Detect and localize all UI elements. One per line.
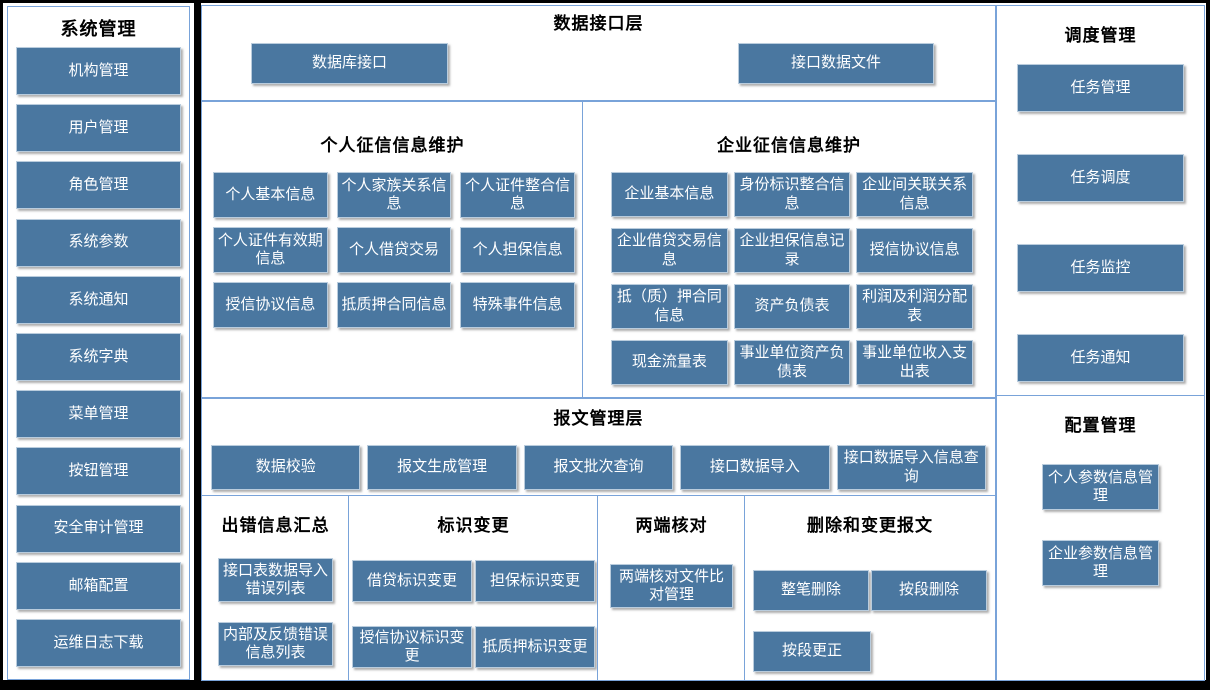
task-schedule-button[interactable]: 任务调度	[1017, 154, 1184, 202]
ops-log-download-button[interactable]: 运维日志下载	[16, 618, 181, 667]
system-notification-button[interactable]: 系统通知	[16, 275, 181, 324]
interface-data-file-button[interactable]: 接口数据文件	[738, 43, 934, 84]
task-management-button[interactable]: 任务管理	[1017, 64, 1184, 112]
panel-data-interface-layer: 数据接口层 数据库接口 接口数据文件	[201, 5, 996, 101]
mortgage-contract-info-button[interactable]: 抵质押合同信息	[336, 282, 452, 328]
institution-income-expense-button[interactable]: 事业单位收入支出表	[856, 340, 973, 385]
enterprise-credit-buttons: 企业基本信息 身份标识整合信息 企业间关联关系信息 企业借贷交易信息 企业担保信…	[611, 172, 973, 385]
two-end-check-title: 两端核对	[635, 516, 708, 535]
message-management-layer-title: 报文管理层	[553, 409, 644, 428]
message-layer-buttons: 数据校验 报文生成管理 报文批次查询 接口数据导入 接口数据导入信息查询	[211, 445, 986, 490]
config-management-title: 配置管理	[1064, 416, 1137, 435]
special-event-info-button[interactable]: 特殊事件信息	[460, 282, 575, 328]
config-management-buttons: 个人参数信息管理 企业参数信息管理	[1042, 464, 1159, 586]
frame-top	[0, 0, 1210, 3]
delete-change-row1: 整笔删除 按段删除	[753, 570, 987, 611]
task-notification-button[interactable]: 任务通知	[1017, 334, 1184, 382]
institution-management-button[interactable]: 机构管理	[16, 47, 181, 95]
two-end-check-buttons: 两端核对文件比对管理	[610, 564, 733, 608]
whole-record-delete-button[interactable]: 整笔删除	[753, 570, 869, 611]
identifier-change-title: 标识变更	[437, 516, 510, 535]
enterprise-credit-title: 企业征信信息维护	[717, 136, 861, 155]
credit-agreement-id-change-button[interactable]: 授信协议标识变更	[352, 626, 472, 668]
personal-certificate-validity-info-button[interactable]: 个人证件有效期信息	[213, 227, 328, 273]
personal-basic-info-button[interactable]: 个人基本信息	[213, 172, 328, 218]
panel-personal-credit: 个人征信信息维护 个人基本信息 个人家族关系信息 个人证件整合信息 个人证件有效…	[201, 101, 584, 398]
error-summary-buttons: 接口表数据导入错误列表 内部及反馈错误信息列表	[218, 558, 333, 666]
enterprise-credit-agreement-info-button[interactable]: 授信协议信息	[856, 228, 973, 273]
panel-system-management: 系统管理 机构管理 用户管理 角色管理 系统参数 系统通知 系统字典 菜单管理 …	[7, 6, 190, 680]
role-management-button[interactable]: 角色管理	[16, 161, 181, 210]
error-summary-title: 出错信息汇总	[221, 516, 330, 535]
message-batch-query-button[interactable]: 报文批次查询	[523, 445, 674, 490]
personal-credit-title: 个人征信信息维护	[320, 136, 465, 155]
interface-table-import-error-list-button[interactable]: 接口表数据导入错误列表	[218, 558, 333, 602]
identity-integration-info-button[interactable]: 身份标识整合信息	[733, 172, 851, 217]
enterprise-parameter-info-management-button[interactable]: 企业参数信息管理	[1042, 540, 1159, 586]
menu-management-button[interactable]: 菜单管理	[16, 390, 181, 439]
loan-id-change-button[interactable]: 借贷标识变更	[352, 560, 472, 602]
personal-credit-buttons: 个人基本信息 个人家族关系信息 个人证件整合信息 个人证件有效期信息 个人借贷交…	[213, 172, 575, 328]
credit-agreement-info-button[interactable]: 授信协议信息	[213, 282, 328, 328]
enterprise-relation-info-button[interactable]: 企业间关联关系信息	[856, 172, 973, 217]
personal-guarantee-info-button[interactable]: 个人担保信息	[460, 227, 575, 273]
two-end-file-compare-management-button[interactable]: 两端核对文件比对管理	[610, 564, 733, 608]
system-dictionary-button[interactable]: 系统字典	[16, 332, 181, 381]
mailbox-config-button[interactable]: 邮箱配置	[16, 561, 181, 610]
identifier-change-buttons: 借贷标识变更 担保标识变更 授信协议标识变更 抵质押标识变更	[352, 560, 595, 668]
personal-loan-transaction-button[interactable]: 个人借贷交易	[336, 227, 452, 273]
system-parameters-button[interactable]: 系统参数	[16, 218, 181, 267]
guarantee-id-change-button[interactable]: 担保标识变更	[475, 560, 595, 602]
system-management-buttons: 机构管理 用户管理 角色管理 系统参数 系统通知 系统字典 菜单管理 按钮管理 …	[16, 41, 181, 669]
segment-delete-button[interactable]: 按段删除	[871, 570, 987, 611]
segment-correction-button[interactable]: 按段更正	[753, 631, 871, 672]
panel-delete-change-message: 删除和变更报文 整笔删除 按段删除 按段更正	[744, 495, 996, 681]
balance-sheet-button[interactable]: 资产负债表	[733, 284, 851, 329]
personal-family-relation-info-button[interactable]: 个人家族关系信息	[336, 172, 452, 218]
panel-two-end-check: 两端核对 两端核对文件比对管理	[597, 495, 746, 681]
schedule-management-title: 调度管理	[1064, 26, 1137, 45]
panel-error-summary: 出错信息汇总 接口表数据导入错误列表 内部及反馈错误信息列表	[201, 495, 350, 681]
enterprise-guarantee-record-button[interactable]: 企业担保信息记录	[733, 228, 851, 273]
frame-right	[1206, 0, 1210, 690]
user-management-button[interactable]: 用户管理	[16, 104, 181, 153]
personal-certificate-integration-info-button[interactable]: 个人证件整合信息	[460, 172, 575, 218]
enterprise-loan-transaction-info-button[interactable]: 企业借贷交易信息	[611, 228, 728, 273]
mortgage-id-change-button[interactable]: 抵质押标识变更	[475, 626, 595, 668]
interface-data-import-info-query-button[interactable]: 接口数据导入信息查询	[836, 445, 986, 490]
database-interface-button[interactable]: 数据库接口	[251, 43, 448, 84]
system-management-title: 系统管理	[60, 19, 137, 39]
frame-left	[0, 0, 3, 690]
enterprise-basic-info-button[interactable]: 企业基本信息	[611, 172, 728, 217]
profit-distribution-table-button[interactable]: 利润及利润分配表	[856, 284, 973, 329]
panel-schedule-management: 调度管理 任务管理 任务调度 任务监控 任务通知	[996, 5, 1205, 397]
schedule-management-buttons: 任务管理 任务调度 任务监控 任务通知	[1017, 64, 1184, 382]
message-generation-management-button[interactable]: 报文生成管理	[367, 445, 517, 490]
interface-data-import-button[interactable]: 接口数据导入	[680, 445, 830, 490]
cash-flow-statement-button[interactable]: 现金流量表	[611, 340, 728, 385]
button-management-button[interactable]: 按钮管理	[16, 447, 181, 496]
panel-enterprise-credit: 企业征信信息维护 企业基本信息 身份标识整合信息 企业间关联关系信息 企业借贷交…	[582, 101, 996, 398]
data-validation-button[interactable]: 数据校验	[211, 445, 361, 490]
panel-identifier-change: 标识变更 借贷标识变更 担保标识变更 授信协议标识变更 抵质押标识变更	[348, 495, 599, 681]
panel-message-management-layer: 报文管理层 数据校验 报文生成管理 报文批次查询 接口数据导入 接口数据导入信息…	[201, 398, 996, 497]
vertical-divider	[194, 0, 201, 690]
personal-parameter-info-management-button[interactable]: 个人参数信息管理	[1042, 464, 1159, 510]
security-audit-management-button[interactable]: 安全审计管理	[16, 504, 181, 553]
task-monitor-button[interactable]: 任务监控	[1017, 244, 1184, 292]
delete-change-message-title: 删除和变更报文	[807, 516, 933, 535]
panel-config-management: 配置管理 个人参数信息管理 企业参数信息管理	[996, 395, 1205, 681]
enterprise-mortgage-contract-info-button[interactable]: 抵（质）押合同信息	[611, 284, 728, 329]
internal-feedback-error-list-button[interactable]: 内部及反馈错误信息列表	[218, 622, 333, 666]
institution-balance-sheet-button[interactable]: 事业单位资产负债表	[733, 340, 851, 385]
frame-bottom	[0, 680, 1210, 690]
data-interface-layer-title: 数据接口层	[553, 14, 644, 33]
